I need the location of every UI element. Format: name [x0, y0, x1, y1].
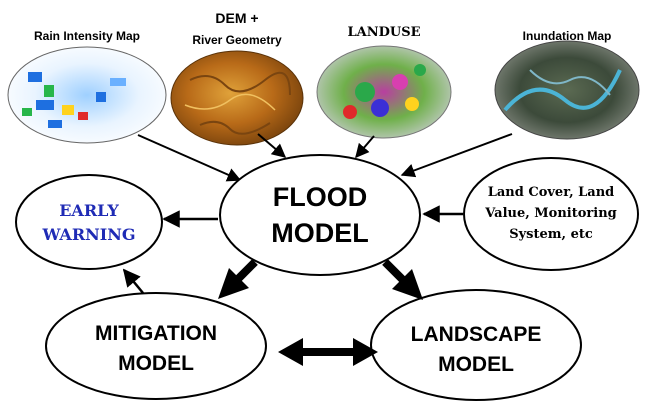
landscape-model-label-line1: LANDSCAPE: [411, 323, 542, 346]
inundation-map-image: [494, 40, 640, 140]
arrow-inundation-to-flood: [400, 133, 513, 178]
arrow-rain-to-flood: [137, 134, 242, 182]
landuse-map-image: [316, 45, 452, 139]
landscape-model-label-line2: MODEL: [438, 353, 514, 376]
land-cover-node: [463, 157, 639, 271]
thick-arrow-flood-to-landscape: [382, 259, 423, 300]
land-cover-label-line3: System, etc: [509, 227, 593, 242]
land-cover-label-line1: Land Cover, Land: [488, 185, 615, 200]
input-arrows: [137, 133, 513, 182]
dem-label-line1: DEM +: [215, 10, 258, 26]
dem-label-line2: River Geometry: [192, 33, 282, 47]
rain-intensity-label: Rain Intensity Map: [34, 29, 140, 43]
landuse-label: LANDUSE: [347, 25, 420, 40]
early-warning-label-line2: WARNING: [41, 225, 135, 244]
landscape-model-node: [370, 289, 582, 401]
mitigation-model-label-line2: MODEL: [118, 352, 194, 375]
flood-model-node: [219, 154, 421, 276]
arrow-landuse-to-flood: [355, 135, 375, 159]
land-cover-label-line2: Value, Monitoring: [484, 206, 617, 221]
inundation-label: Inundation Map: [523, 29, 612, 43]
thick-arrow-flood-to-mitigation: [218, 259, 258, 299]
flood-model-label-line2: MODEL: [271, 218, 369, 248]
rain-intensity-map-image: [7, 46, 167, 144]
mitigation-model-node: [45, 292, 267, 400]
early-warning-label-line1: EARLY: [59, 201, 119, 220]
mitigation-model-label-line1: MITIGATION: [95, 322, 217, 345]
double-arrow-mitigation-landscape: [278, 338, 378, 366]
flood-model-label-line1: FLOOD: [273, 182, 368, 212]
early-warning-node: [15, 174, 163, 270]
arrow-mitigation-to-early-warning: [122, 268, 144, 294]
dem-terrain-image: [170, 50, 304, 146]
arrow-dem-to-flood: [257, 133, 287, 158]
